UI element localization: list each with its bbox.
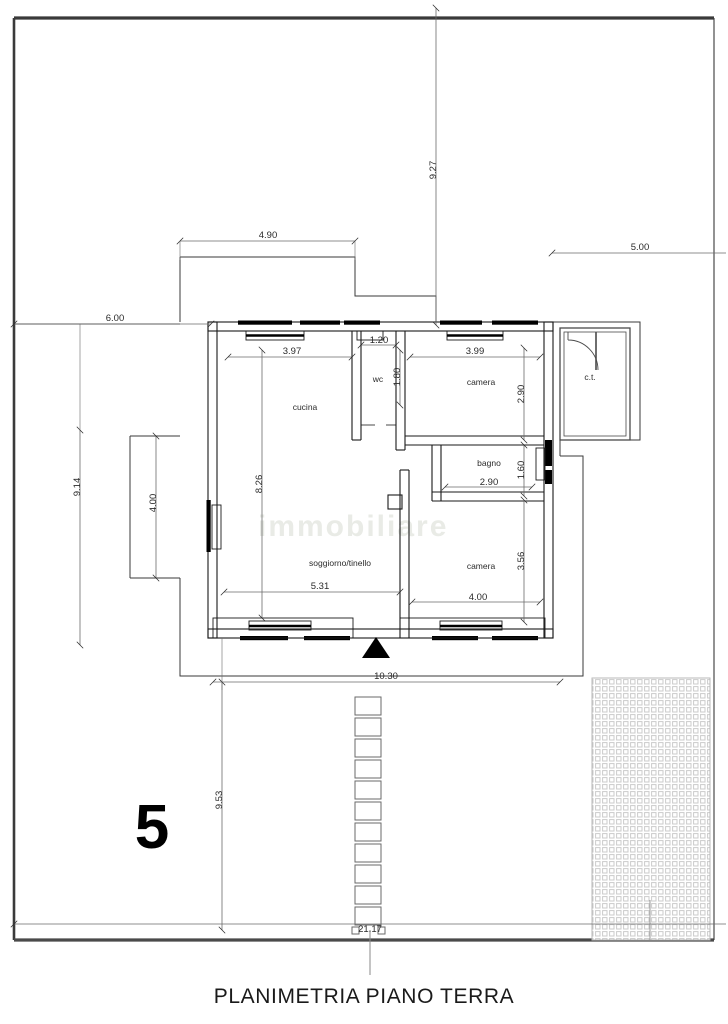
- dimension-lines: [10, 4, 726, 934]
- dim-plot-right-top: 5.00: [631, 242, 650, 253]
- dim-bagno-width: 2.90: [480, 477, 499, 488]
- watermark: immobiliare: [258, 510, 448, 543]
- dim-camera2-width: 4.00: [469, 592, 488, 603]
- doors-right: [535, 440, 552, 484]
- dim-camera2-height: 3.56: [516, 552, 527, 571]
- dim-plot-top-vertical: 9.27: [428, 161, 439, 180]
- dim-plot-left-vertical: 9.14: [72, 478, 83, 497]
- dim-plot-left-upper: 6.00: [106, 313, 125, 324]
- room-ct-walls: [559, 327, 631, 441]
- dim-camera1-height: 2.90: [516, 385, 527, 404]
- window-frames-top: [245, 330, 504, 341]
- entrance-marker: [362, 637, 390, 658]
- window-left: [206, 500, 222, 552]
- dim-bagno-height: 1.60: [516, 461, 527, 480]
- room-labels: cucina wc camera c.t. bagno soggiorno/ti…: [293, 372, 596, 571]
- dim-camera1-width: 3.99: [466, 346, 485, 357]
- dim-wc-height: 1.80: [392, 368, 403, 387]
- page-title: PLANIMETRIA PIANO TERRA: [213, 985, 515, 1008]
- windows-bottom: [212, 617, 546, 641]
- plot-number-text: 5: [135, 793, 169, 862]
- dimension-labels: 9.27 5.00 4.90 6.00 9.14 4.00 3.97 1.20 …: [72, 161, 649, 935]
- walkway-stones: [351, 696, 386, 975]
- room-label-cucina: cucina: [293, 402, 318, 412]
- dim-soggiorno-width: 5.31: [311, 581, 330, 592]
- dim-cucina-width: 3.97: [283, 346, 302, 357]
- dim-building-bottom: 10.30: [374, 671, 398, 682]
- dim-building-top: 4.90: [259, 230, 278, 241]
- dim-portico-vertical: 4.00: [148, 494, 159, 513]
- room-label-bagno: bagno: [477, 458, 501, 468]
- room-label-soggiorno: soggiorno/tinello: [309, 558, 371, 568]
- plot-boundary: [12, 16, 715, 942]
- dim-cucina-height: 8.26: [254, 475, 265, 494]
- internal-walls: [351, 331, 544, 638]
- room-label-ct: c.t.: [584, 372, 595, 382]
- dim-plot-bottom-total: 21.17: [358, 924, 382, 935]
- plot-number: 5: [135, 793, 169, 862]
- dim-wc-width: 1.20: [370, 335, 389, 346]
- dim-plot-bottom-left-vertical: 9.53: [214, 791, 225, 810]
- room-label-wc: wc: [372, 374, 384, 384]
- paved-area: [591, 677, 711, 941]
- windows-top: [238, 320, 538, 325]
- svg-text:immobiliare: immobiliare: [258, 510, 448, 543]
- room-label-camera-1: camera: [467, 377, 496, 387]
- room-label-camera-2: camera: [467, 561, 496, 571]
